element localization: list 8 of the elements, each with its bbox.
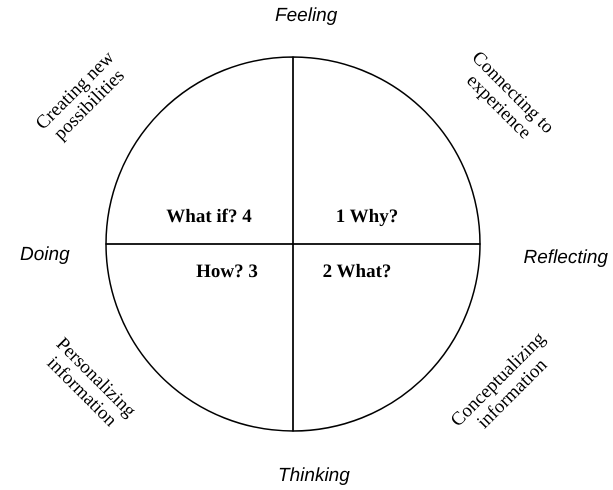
- quadrant-label: What if? 4: [166, 206, 252, 228]
- quadrant-label: How? 3: [196, 261, 258, 283]
- quadrant-label: 2 What?: [322, 261, 392, 283]
- axis-label: Thinking: [278, 466, 350, 486]
- axis-label: Feeling: [275, 6, 338, 26]
- quadrant-label: 1 Why?: [336, 206, 398, 228]
- axis-label: Reflecting: [524, 248, 608, 268]
- axis-label: Doing: [20, 245, 70, 265]
